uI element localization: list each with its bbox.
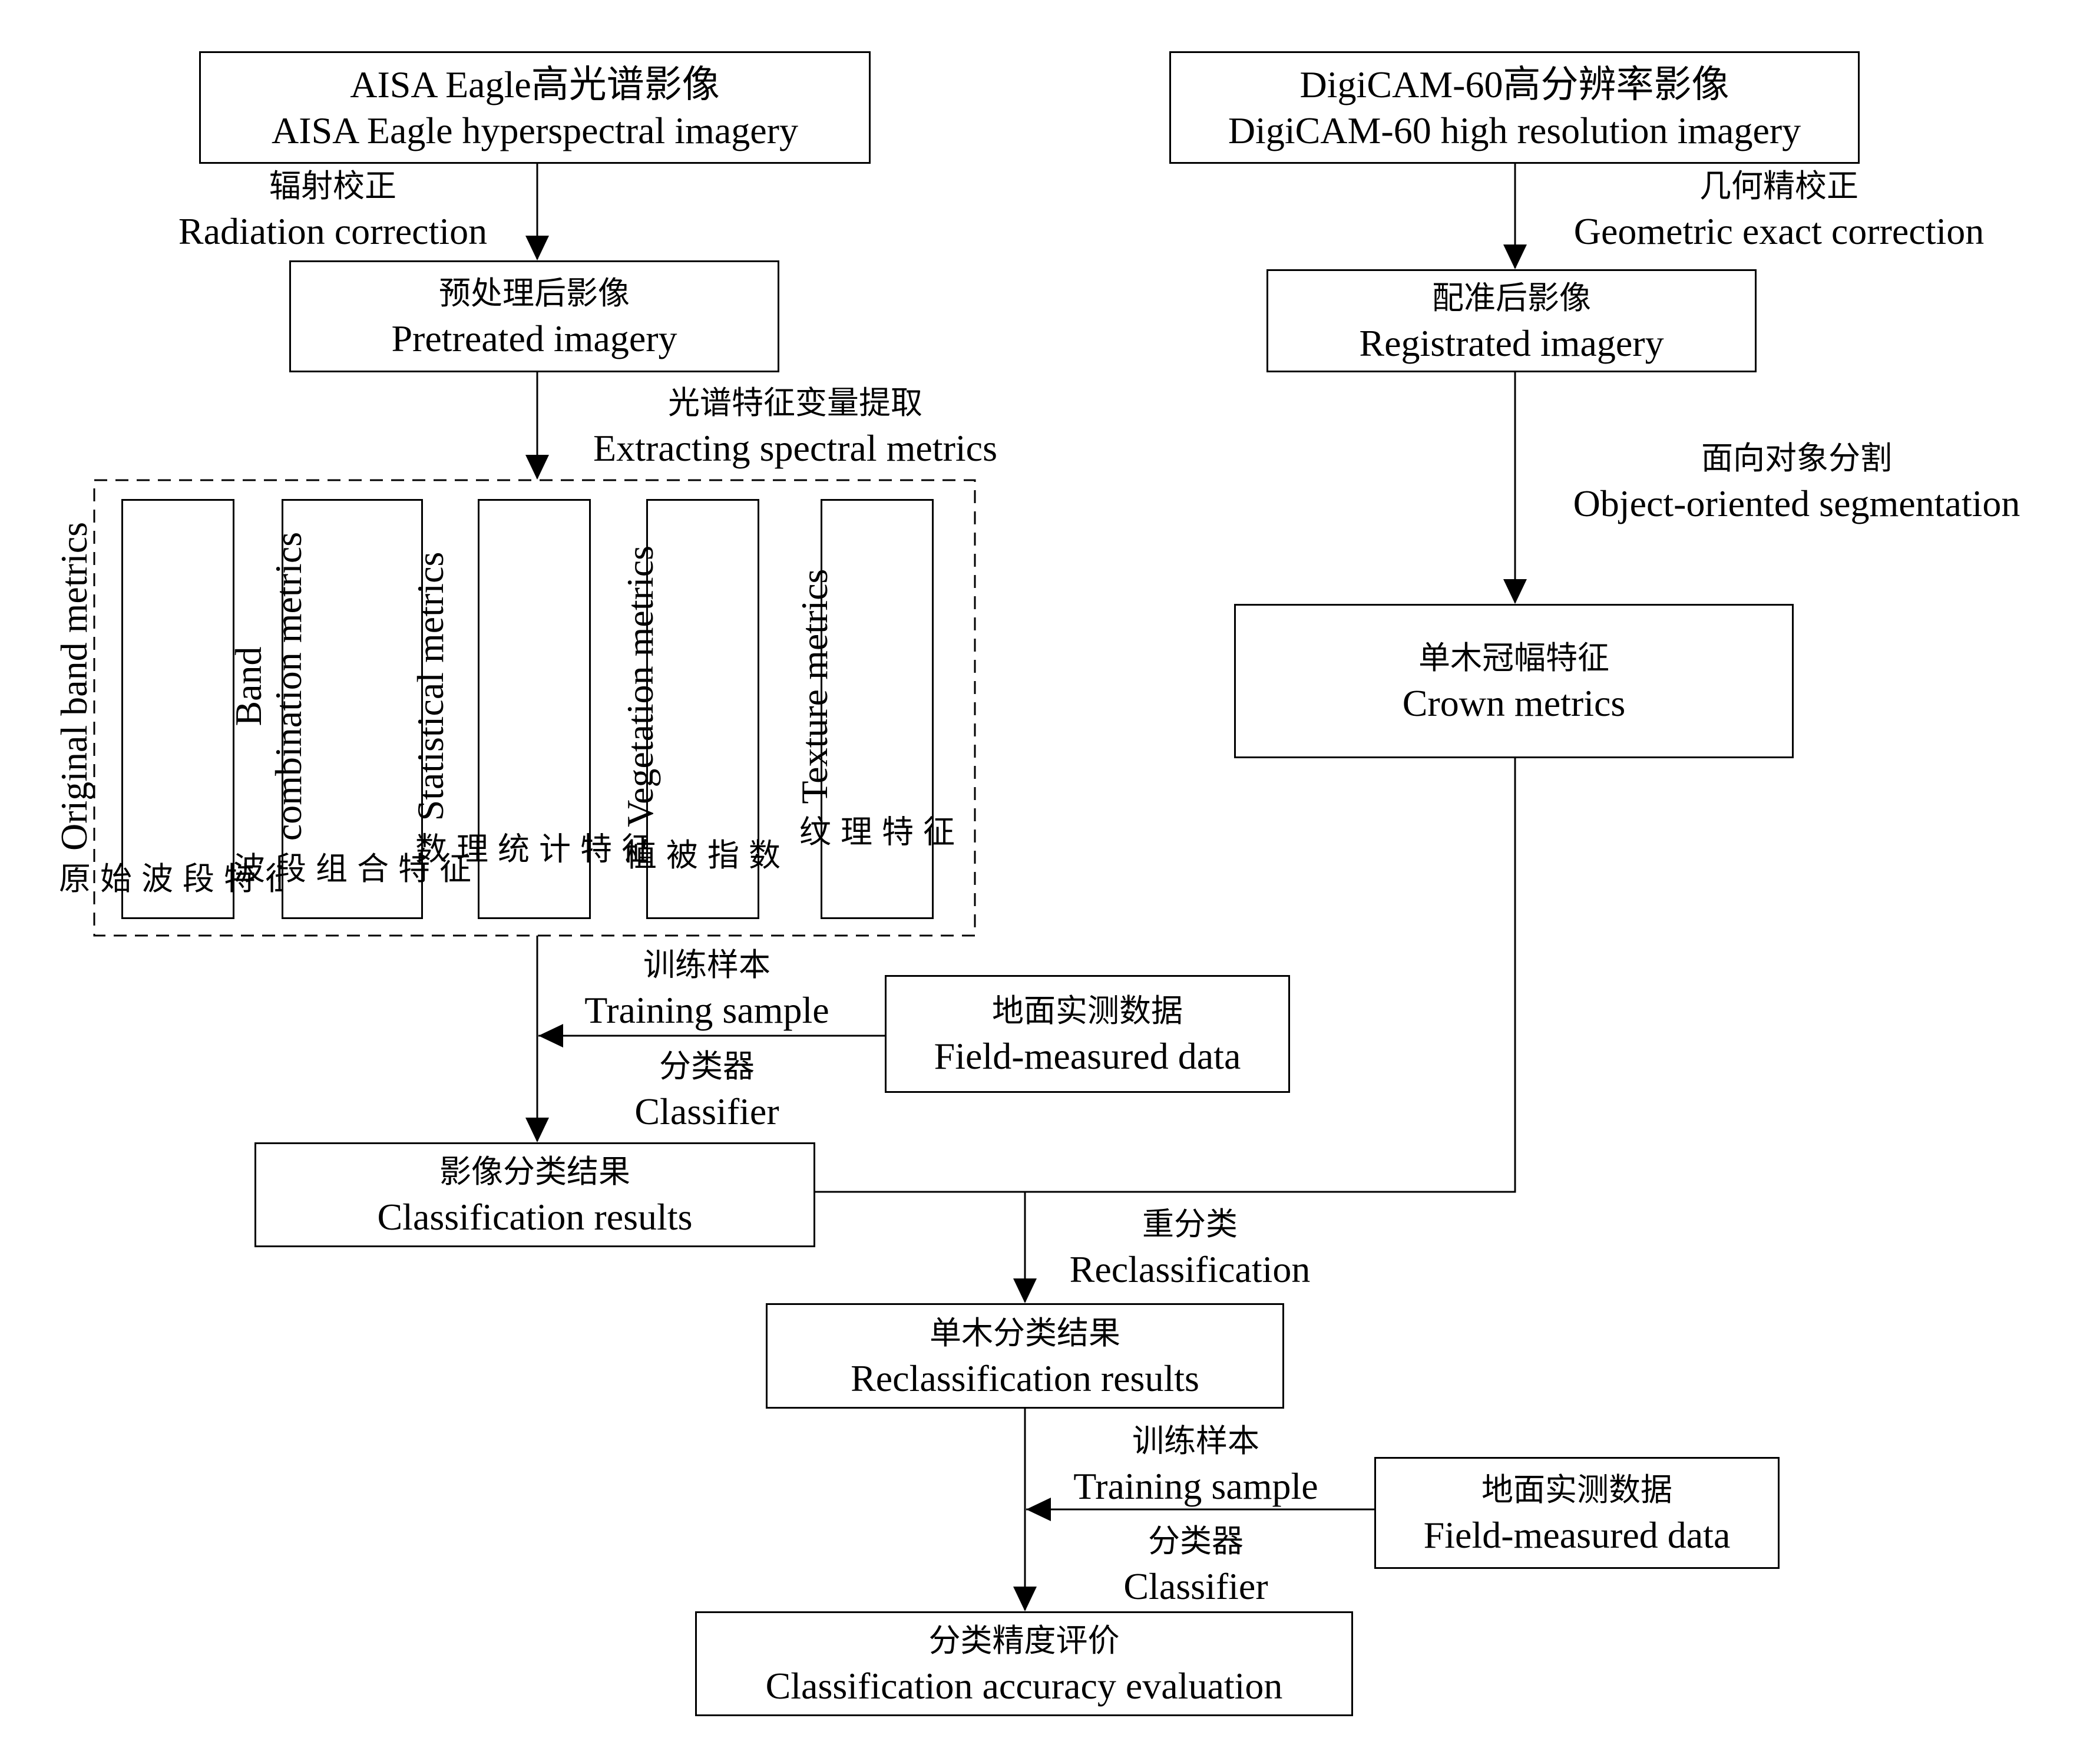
line-crown-to-merge bbox=[815, 758, 1516, 1193]
metric-band-combination-en: Band combination metrics bbox=[227, 531, 309, 841]
node-reclassification-results: 单木分类结果 Reclassification results bbox=[766, 1303, 1284, 1409]
node-crown-zh: 单木冠幅特征 bbox=[1418, 639, 1609, 676]
node-registrated-zh: 配准后影像 bbox=[1432, 279, 1591, 316]
metrics-group-dashed-border bbox=[93, 479, 976, 937]
metric-vegetation-zh: 植被 指数 bbox=[625, 836, 781, 874]
arrowhead bbox=[1013, 1278, 1037, 1303]
label-training1-zh: 训练样本 bbox=[643, 946, 770, 983]
label-classifier-2: 分类器 Classifier bbox=[1078, 1519, 1314, 1610]
node-crown-en: Crown metrics bbox=[1402, 682, 1626, 724]
node-digicam-imagery: DigiCAM-60高分辨率影像 DigiCAM-60 high resolut… bbox=[1169, 51, 1860, 164]
node-accuracy-evaluation: 分类精度评价 Classification accuracy evaluatio… bbox=[695, 1611, 1353, 1716]
node-field2-zh: 地面实测数据 bbox=[1481, 1471, 1672, 1508]
label-classifier2-en: Classifier bbox=[1123, 1565, 1268, 1607]
label-object-oriented-segmentation: 面向对象分割 Object-oriented segmentation bbox=[1543, 436, 2050, 527]
node-classification-results: 影像分类结果 Classification results bbox=[254, 1142, 815, 1247]
node-aisa-imagery: AISA Eagle高光谱影像 AISA Eagle hyperspectral… bbox=[199, 51, 871, 164]
node-classification-en: Classification results bbox=[377, 1196, 693, 1238]
label-training1-en: Training sample bbox=[584, 989, 829, 1031]
label-geometric-correction: 几何精校正 Geometric exact correction bbox=[1555, 164, 2003, 255]
node-field1-zh: 地面实测数据 bbox=[992, 992, 1183, 1029]
label-training-sample-2: 训练样本 Training sample bbox=[1049, 1419, 1343, 1509]
label-spectral-zh: 光谱特征变量提取 bbox=[668, 384, 922, 421]
arrowhead bbox=[1503, 244, 1527, 269]
node-reclassification-en: Reclassification results bbox=[851, 1357, 1199, 1399]
arrowhead bbox=[538, 1024, 563, 1048]
label-training2-zh: 训练样本 bbox=[1132, 1422, 1259, 1459]
arrowhead bbox=[1013, 1587, 1037, 1611]
arrowhead bbox=[1503, 579, 1527, 604]
node-digicam-zh: DigiCAM-60高分辨率影像 bbox=[1299, 63, 1729, 105]
node-registrated-en: Registrated imagery bbox=[1359, 322, 1664, 364]
node-pretreated-imagery: 预处理后影像 Pretreated imagery bbox=[289, 260, 779, 372]
label-classifier-1: 分类器 Classifier bbox=[589, 1044, 825, 1135]
node-accuracy-zh: 分类精度评价 bbox=[928, 1622, 1120, 1659]
label-reclass-en: Reclassification bbox=[1069, 1248, 1311, 1290]
label-classifier1-zh: 分类器 bbox=[659, 1048, 755, 1085]
metric-texture-en: Texture metrics bbox=[793, 569, 835, 804]
metric-vegetation-en: Vegetation metrics bbox=[619, 545, 661, 827]
node-field-measured-data-2: 地面实测数据 Field-measured data bbox=[1374, 1457, 1780, 1569]
label-classifier2-zh: 分类器 bbox=[1148, 1522, 1244, 1559]
label-classifier1-en: Classifier bbox=[634, 1091, 779, 1132]
node-field2-en: Field-measured data bbox=[1423, 1514, 1731, 1556]
label-reclass-zh: 重分类 bbox=[1142, 1205, 1238, 1243]
label-training2-en: Training sample bbox=[1073, 1465, 1318, 1507]
arrowhead bbox=[525, 455, 549, 480]
label-extracting-spectral: 光谱特征变量提取 Extracting spectral metrics bbox=[565, 381, 1025, 471]
metric-statistical-en: Statistical metrics bbox=[409, 551, 451, 821]
metric-vegetation: 植被 指数 Vegetation metrics bbox=[619, 499, 781, 919]
arrowhead bbox=[525, 236, 549, 260]
node-pretreated-zh: 预处理后影像 bbox=[439, 275, 630, 312]
node-registrated-imagery: 配准后影像 Registrated imagery bbox=[1266, 269, 1757, 372]
label-geometric-en: Geometric exact correction bbox=[1573, 210, 1985, 252]
label-segmentation-zh: 面向对象分割 bbox=[1701, 440, 1892, 477]
arrowhead bbox=[1026, 1498, 1051, 1521]
label-radiation-en: Radiation correction bbox=[178, 210, 488, 252]
arrowhead bbox=[525, 1118, 549, 1142]
label-radiation-zh: 辐射校正 bbox=[269, 167, 396, 204]
metric-texture: 纹理 特征 Texture metrics bbox=[793, 499, 955, 919]
metric-band-combination: 波段组 合特征 Band combination metrics bbox=[227, 499, 471, 919]
node-accuracy-en: Classification accuracy evaluation bbox=[765, 1665, 1283, 1707]
label-radiation-correction: 辐射校正 Radiation correction bbox=[159, 164, 507, 255]
label-training-sample-1: 训练样本 Training sample bbox=[560, 943, 854, 1033]
metric-statistical: 数理统 计特征 Statistical metrics bbox=[409, 499, 653, 919]
node-field1-en: Field-measured data bbox=[934, 1035, 1241, 1077]
label-segmentation-en: Object-oriented segmentation bbox=[1573, 483, 2020, 524]
node-crown-metrics: 单木冠幅特征 Crown metrics bbox=[1234, 604, 1794, 758]
node-field-measured-data-1: 地面实测数据 Field-measured data bbox=[885, 975, 1290, 1093]
label-reclassification: 重分类 Reclassification bbox=[1054, 1202, 1325, 1293]
metric-original-band-en: Original band metrics bbox=[53, 521, 95, 851]
node-pretreated-en: Pretreated imagery bbox=[391, 318, 677, 359]
node-aisa-zh: AISA Eagle高光谱影像 bbox=[350, 63, 720, 105]
node-aisa-en: AISA Eagle hyperspectral imagery bbox=[272, 109, 798, 151]
label-spectral-en: Extracting spectral metrics bbox=[593, 427, 997, 469]
label-geometric-zh: 几何精校正 bbox=[1699, 167, 1858, 204]
node-digicam-en: DigiCAM-60 high resolution imagery bbox=[1228, 109, 1801, 151]
metric-original-band: 原始波 段特征 Original band metrics bbox=[53, 499, 297, 919]
node-classification-zh: 影像分类结果 bbox=[439, 1153, 630, 1190]
node-reclassification-zh: 单木分类结果 bbox=[930, 1314, 1120, 1352]
metric-texture-zh: 纹理 特征 bbox=[799, 812, 955, 850]
